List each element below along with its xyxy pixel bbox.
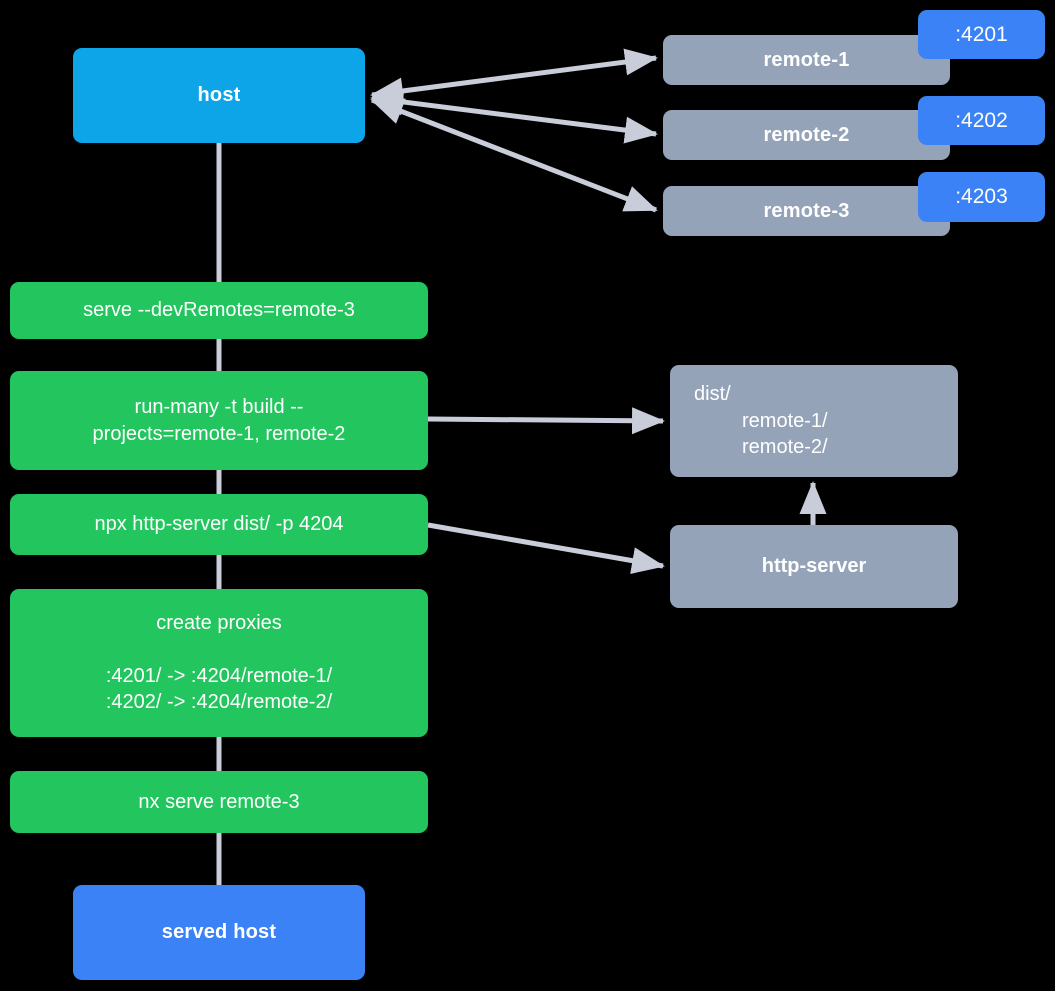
node-host-label: host [197, 84, 241, 107]
node-command-serve-devremotes[interactable]: serve --devRemotes=remote-3 [10, 282, 428, 339]
dist-folder-tree: dist/ remote-1/ remote-2/ [670, 381, 958, 461]
command-create-proxies-mapping-2: :4202/ -> :4204/remote-2/ [105, 691, 333, 714]
node-http-server-label: http-server [761, 555, 867, 578]
command-nx-serve-remote-3-label: nx serve remote-3 [138, 790, 300, 813]
edge-npx-httpserver [427, 522, 665, 574]
node-remote-2[interactable]: remote-2 [663, 110, 950, 160]
node-remote-3[interactable]: remote-3 [663, 186, 950, 236]
node-command-npx-http-server[interactable]: npx http-server dist/ -p 4204 [10, 494, 428, 555]
dist-folder-child-remote-2: remote-2/ [742, 436, 828, 459]
dist-folder-root: dist/ [694, 382, 731, 405]
port-badge-remote-3: :4203 [918, 172, 1045, 222]
node-remote-1-label: remote-1 [763, 48, 850, 71]
node-command-nx-serve-remote-3[interactable]: nx serve remote-3 [10, 771, 428, 833]
command-run-many-line1: run-many -t build -- [134, 395, 304, 418]
command-create-proxies-title: create proxies [156, 611, 282, 634]
port-badge-remote-1: :4201 [918, 10, 1045, 59]
edge-host-remote-3 [370, 97, 658, 213]
port-badge-remote-2-label: :4202 [955, 108, 1008, 132]
port-badge-remote-3-label: :4203 [955, 185, 1008, 208]
node-remote-2-label: remote-2 [763, 123, 850, 146]
command-run-many-line2: projects=remote-1, remote-2 [92, 422, 346, 445]
node-host[interactable]: host [73, 48, 365, 143]
node-served-host-label: served host [161, 921, 277, 944]
edge-host-remote-1 [370, 48, 658, 105]
dist-folder-child-remote-1: remote-1/ [742, 409, 828, 432]
node-command-create-proxies[interactable]: create proxies :4201/ -> :4204/remote-1/… [10, 589, 428, 737]
node-http-server[interactable]: http-server [670, 525, 958, 608]
node-command-run-many[interactable]: run-many -t build -- projects=remote-1, … [10, 371, 428, 470]
node-remote-1[interactable]: remote-1 [663, 35, 950, 85]
node-remote-3-label: remote-3 [763, 199, 850, 222]
command-npx-http-server-label: npx http-server dist/ -p 4204 [94, 513, 344, 536]
command-serve-devremotes-label: serve --devRemotes=remote-3 [83, 299, 355, 322]
node-dist-folder[interactable]: dist/ remote-1/ remote-2/ [670, 365, 958, 477]
edge-runmany-dist [427, 407, 665, 435]
edge-host-remote-2 [370, 88, 658, 144]
port-badge-remote-1-label: :4201 [955, 22, 1008, 46]
port-badge-remote-2: :4202 [918, 96, 1045, 145]
node-served-host[interactable]: served host [73, 885, 365, 980]
command-create-proxies-mapping-1: :4201/ -> :4204/remote-1/ [105, 664, 333, 687]
